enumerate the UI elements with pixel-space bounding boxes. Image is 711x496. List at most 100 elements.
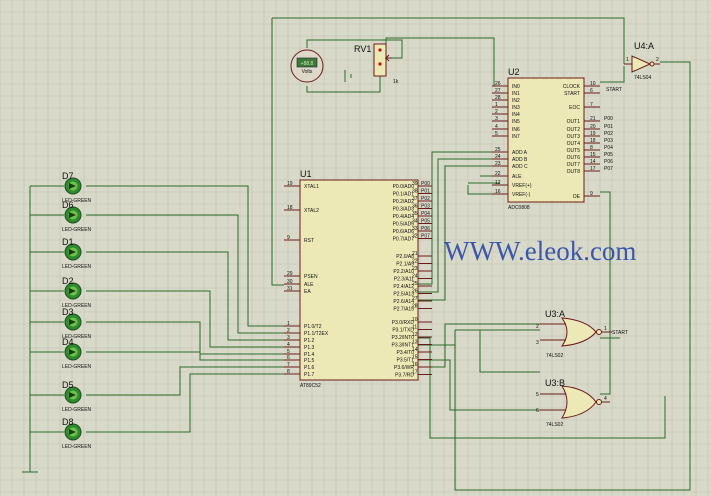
led-part: LED-GREEN [62, 227, 92, 233]
u1-pin-num: 9 [287, 235, 290, 241]
u2-pin-name: OUT5 [567, 148, 581, 154]
u1-pin-num: 12 [412, 332, 418, 338]
u1-pin-name: P2.1/A9 [396, 262, 414, 268]
u1-pin-name: XTAL2 [304, 208, 319, 214]
u1-pin-name: P0.5/AD5 [393, 222, 415, 228]
u2-pin-num: 26 [495, 81, 501, 87]
rv1-wiper-arrow [384, 54, 392, 62]
u1-pin-num: 15 [412, 355, 418, 361]
u2-pin-num: 1 [495, 102, 498, 108]
u2-pin-name: IN0 [512, 84, 520, 90]
u2-pin-name: IN5 [512, 119, 520, 125]
u2-pin-num: 6 [590, 88, 593, 94]
u1-pin-num: 29 [287, 271, 293, 277]
u1-pin-name: P2.2/A10 [393, 269, 414, 275]
led-ref: D1 [62, 237, 74, 247]
u2-pin-name: OE [573, 194, 581, 200]
u1-pin-num: 28 [412, 304, 418, 310]
u1-ref: U1 [300, 169, 312, 179]
u4-in-pin: 1 [626, 57, 629, 63]
u1-pin-name: P1.5 [304, 358, 315, 364]
u3a-out: 1 [604, 326, 607, 332]
u1-pin-num: 17 [412, 370, 418, 376]
rv1-terminal-top [378, 48, 382, 52]
u4-body [631, 55, 652, 73]
u1-pin-name: P0.3/AD3 [393, 207, 415, 213]
u1-pin-name: P2.7/A15 [393, 307, 414, 313]
u2-pin-num: 12 [495, 180, 501, 186]
u3a-body [560, 317, 597, 347]
u1-pin-num: 4 [287, 342, 290, 348]
u1-pin-name: P3.7/RD [395, 373, 414, 379]
u1-pin-num: 14 [412, 347, 418, 353]
u1-body [299, 179, 419, 381]
u2-pin-num: 8 [590, 145, 593, 151]
u1-pin-num: 27 [412, 296, 418, 302]
led-ref: D8 [62, 417, 74, 427]
u1-pin-num: 11 [412, 325, 417, 331]
u1-pin-name: RST [304, 238, 314, 244]
u2-pin-name: ADD A [512, 150, 528, 156]
u2-part: ADC0808 [508, 205, 530, 211]
u1-pin-name: P0.0/AD0 [393, 184, 415, 190]
u2-start-label: START [606, 87, 622, 93]
u2-pin-name: VREF(-) [512, 192, 531, 198]
u1-pin-name: P1.2 [304, 338, 315, 344]
u1-pin-name: P2.4/A12 [393, 284, 414, 290]
u1-pin-num: 10 [412, 317, 418, 323]
u1-pin-num: 13 [412, 340, 418, 346]
u3b-bubble [596, 399, 602, 405]
u4-part: 74LS04 [634, 75, 651, 81]
led-part: LED-GREEN [62, 303, 92, 309]
u2-out-net-label: P06 [604, 159, 613, 165]
u1-pin-name: P3.0/RXD [392, 320, 415, 326]
u1-pin-name: P1.6 [304, 365, 315, 371]
u2-pin-num: 9 [590, 191, 593, 197]
led-ref: D2 [62, 276, 74, 286]
u4-ref: U4:A [634, 41, 654, 51]
u1-pin-num: 7 [287, 362, 290, 368]
u1-part: AT89C52 [300, 383, 321, 389]
u1-pin-num: 2 [287, 328, 290, 334]
rv1-ref: RV1 [354, 44, 371, 54]
u3b-body [561, 385, 597, 419]
u2-pin-name: OUT7 [567, 162, 581, 168]
u2-pin-num: 5 [495, 131, 498, 137]
u2-out-net-label: P00 [604, 116, 613, 122]
u1-pin-name: P2.5/A13 [393, 292, 414, 298]
u2-body [507, 77, 585, 203]
voltmeter: +88.8 Volts [290, 49, 324, 83]
rv1-body [373, 43, 387, 77]
u2-out-net-label: P01 [604, 124, 613, 130]
u3b-part: 74LS02 [546, 422, 563, 428]
u2-pin-name: VREF(+) [512, 183, 532, 189]
u1-pin-num: 31 [287, 286, 293, 292]
u1-pin-num: 22 [412, 259, 418, 265]
u1-pin-num: 30 [287, 279, 293, 285]
led-ref: D3 [62, 307, 74, 317]
u2-pin-num: 24 [495, 154, 501, 160]
led-part: LED-GREEN [62, 198, 92, 204]
u1-pin-name: P1.0/T2 [304, 324, 322, 330]
led-column: D7LED-GREEND6LED-GREEND1LED-GREEND2LED-G… [30, 171, 92, 450]
u1-pin-num: 38 [412, 189, 418, 195]
u1-pin-name: P3.4/T0 [396, 350, 414, 356]
u4-out-pin: 2 [656, 57, 659, 63]
rv1-value: 1k [393, 79, 399, 85]
u2-ref: U2 [508, 67, 520, 77]
u2-out-net-label: P07 [604, 166, 613, 172]
u3a-in2: 3 [536, 340, 539, 346]
u1-pin-num: 34 [412, 219, 418, 225]
u1-pin-num: 39 [412, 181, 418, 187]
u2-pin-name: OUT8 [567, 169, 581, 175]
u2-pin-num: 17 [590, 166, 596, 172]
u2-out-net-label: P05 [604, 152, 613, 158]
u2-pin-name: ADD C [512, 164, 528, 170]
rv1-terminal-bottom [378, 62, 382, 66]
u1-pin-name: P3.3/INT1 [391, 343, 414, 349]
u1-pin-name: P1.7 [304, 372, 315, 378]
u1-pin-num: 36 [412, 204, 418, 210]
